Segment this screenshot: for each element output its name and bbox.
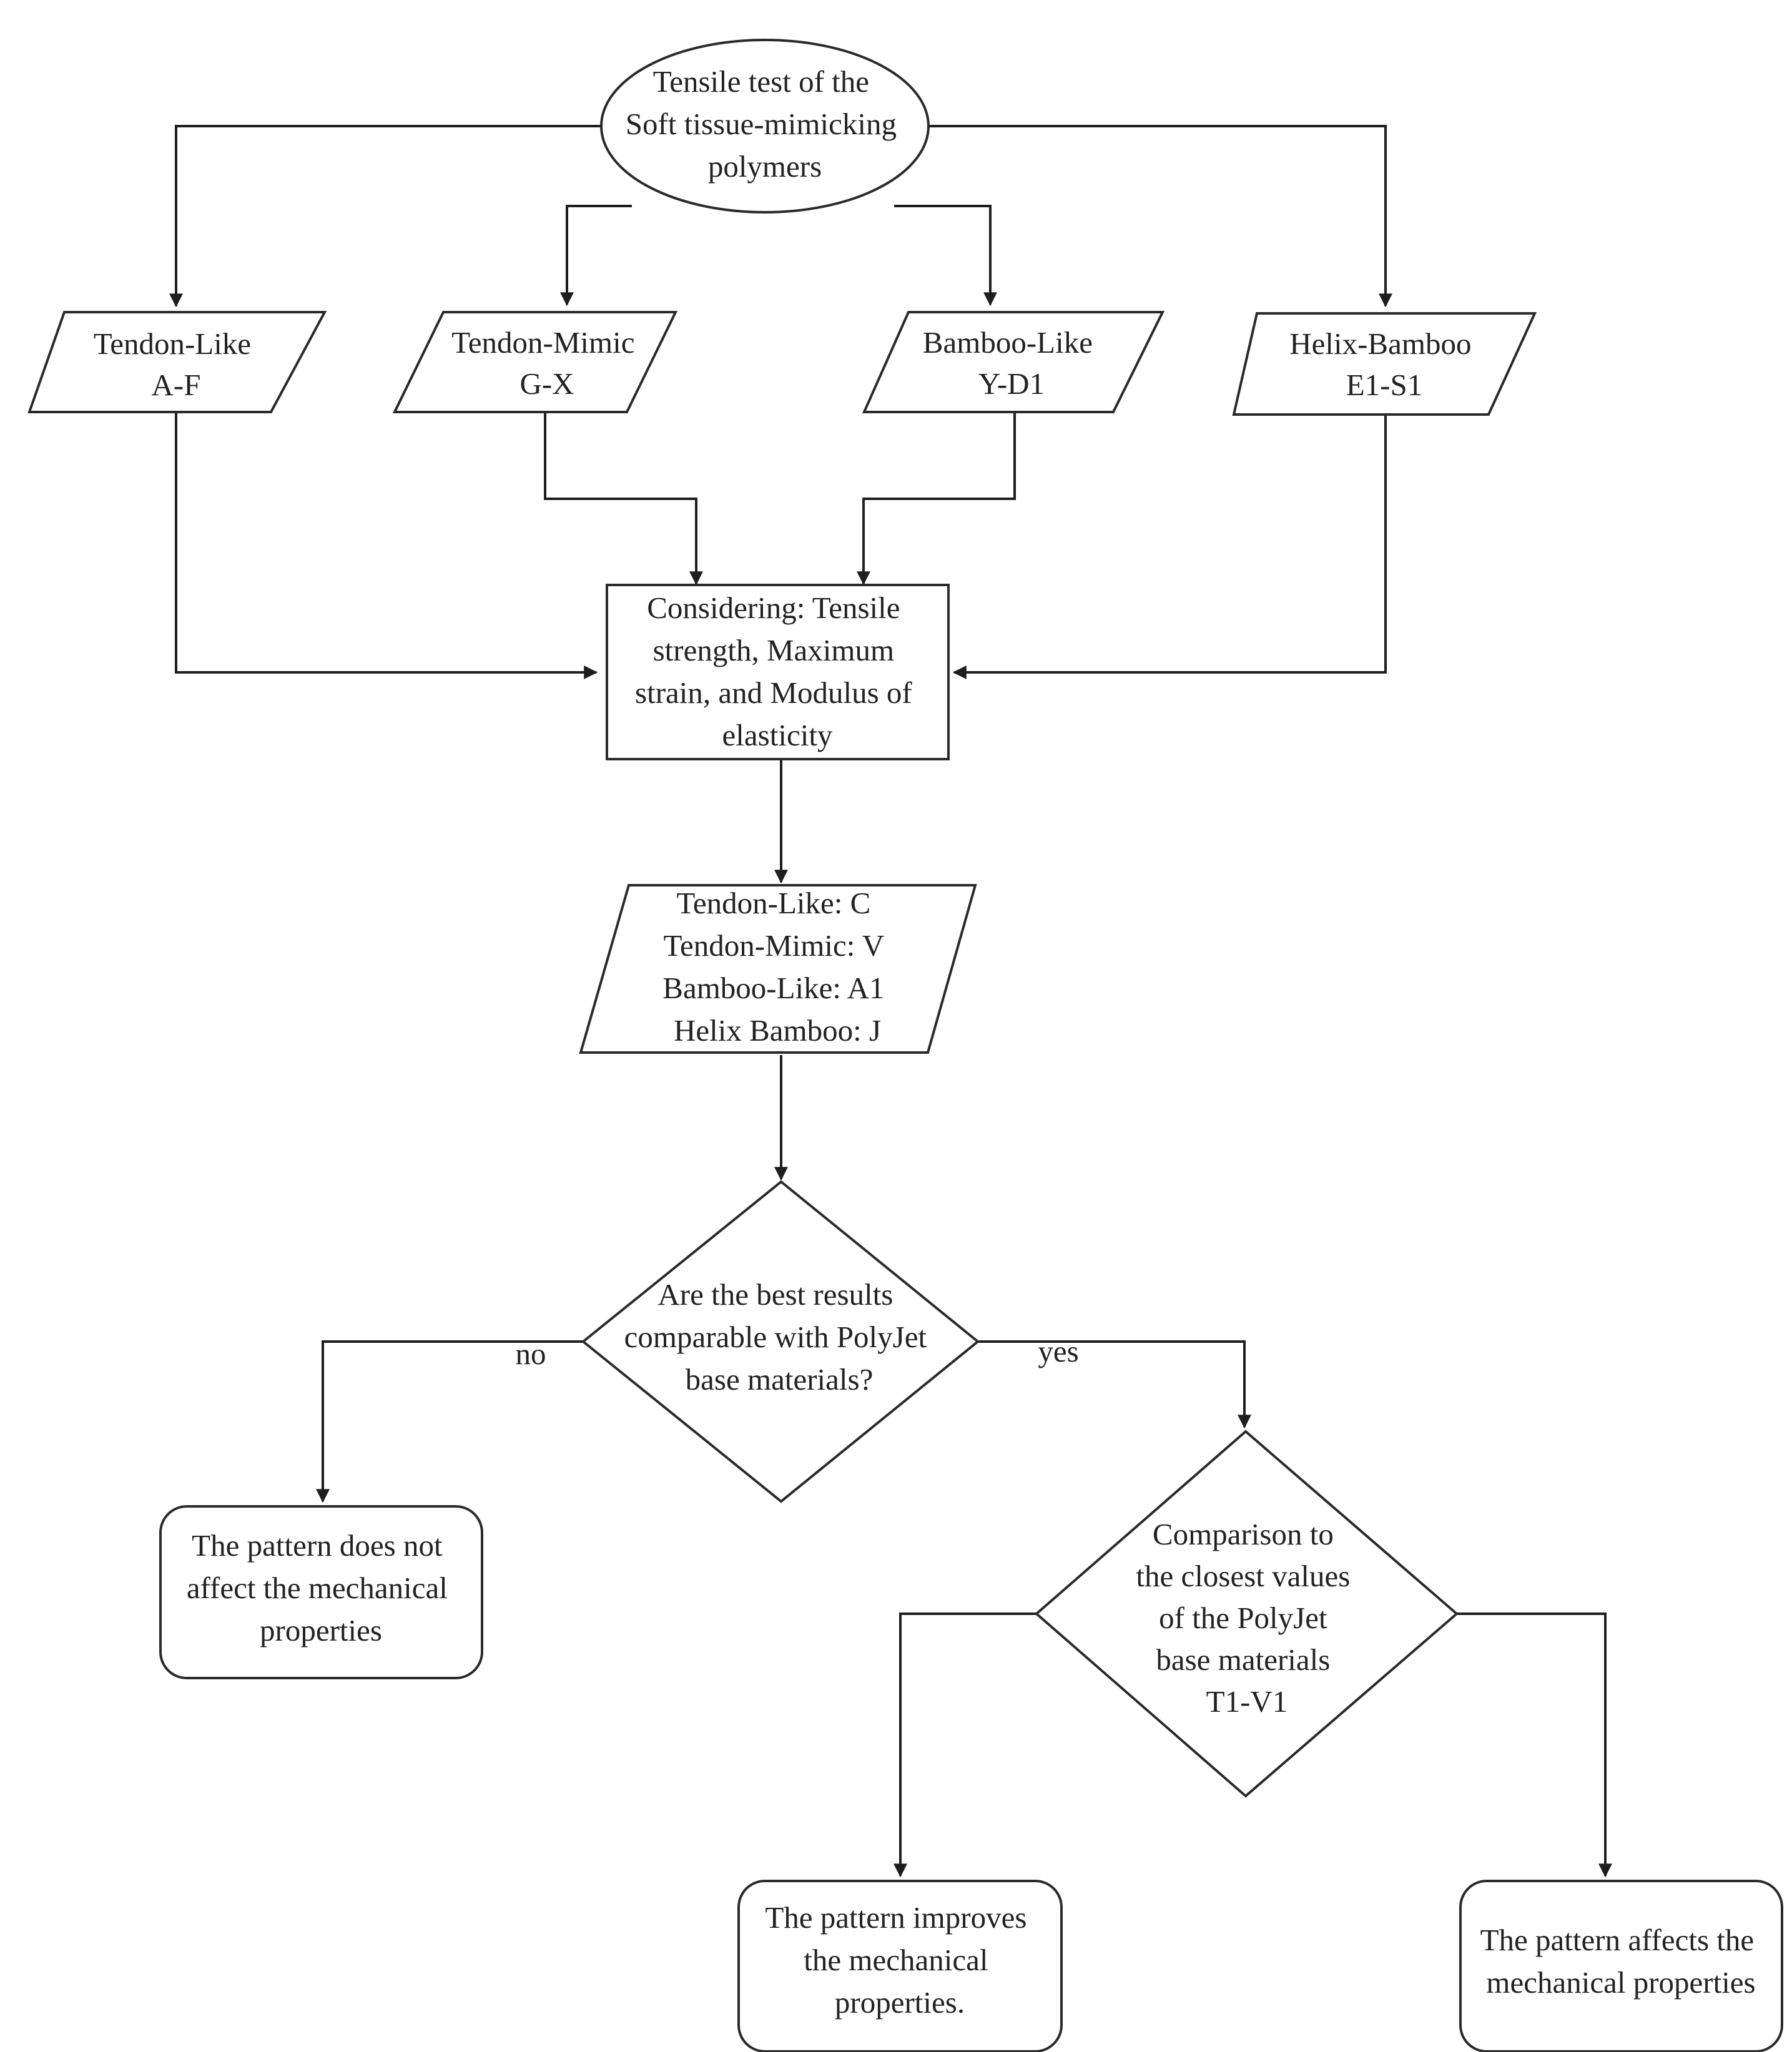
- no-effect-box: [159, 1505, 483, 1679]
- node-text-line: polymers: [708, 149, 822, 184]
- edge-label-no: no: [516, 1337, 546, 1371]
- node-text-line: Bamboo-Like: A1: [662, 971, 884, 1005]
- considering-box: [606, 584, 950, 760]
- node-text-line: the closest values: [1136, 1559, 1350, 1593]
- tendon-like-shape: [27, 311, 327, 413]
- edge-helix-bamboo-to-considering: [952, 412, 1387, 679]
- node-text-line: Helix-Bamboo: [1289, 326, 1471, 361]
- edge-bamboo-like-to-considering: [857, 412, 1016, 586]
- node-text-line: elasticity: [722, 718, 833, 752]
- node-text-line: properties: [260, 1613, 382, 1647]
- node-text-line: strength, Maximum: [653, 633, 895, 667]
- comparison-diamond: [1034, 1430, 1459, 1798]
- node-text: Tendon-Mimic G-X: [451, 325, 642, 401]
- node-text-line: The pattern does not: [192, 1528, 443, 1563]
- node-text: Tendon-Like: C Tendon-Mimic: V Bamboo-Li…: [662, 886, 892, 1048]
- edge-label-yes: yes: [1038, 1334, 1078, 1368]
- edge-start-to-helix-bamboo: [912, 125, 1392, 308]
- node-text-line: properties.: [835, 1985, 965, 2020]
- node-text-line: Soft tissue-mimicking: [626, 107, 897, 141]
- edge-tendon-mimic-to-considering: [544, 412, 703, 586]
- connectors: [169, 125, 1612, 1878]
- node-text-line: T1-V1: [1206, 1684, 1288, 1719]
- node-text-line: Tendon-Like: [94, 326, 251, 361]
- node-comparison: Comparison to the closest values of the …: [1034, 1430, 1459, 1798]
- improves-box: [737, 1880, 1063, 2052]
- start-ellipse: [600, 39, 930, 214]
- node-text-line: base materials?: [686, 1362, 874, 1397]
- node-text-line: Considering: Tensile: [647, 591, 900, 625]
- edge-decision-yes: [978, 1340, 1251, 1429]
- node-best-results: Tendon-Like: C Tendon-Mimic: V Bamboo-Li…: [579, 884, 977, 1054]
- node-bamboo-like: Bamboo-Like Y-D1: [862, 311, 1165, 413]
- node-text-line: strain, and Modulus of: [635, 675, 912, 710]
- node-text-line: The pattern affects the: [1480, 1923, 1755, 1957]
- node-text-line: affect the mechanical: [187, 1571, 448, 1605]
- node-text: The pattern affects the mechanical prope…: [1480, 1923, 1762, 2000]
- best-results-shape: [579, 884, 977, 1054]
- edge-start-to-tendon-mimic: [560, 205, 632, 307]
- node-text: Considering: Tensile strength, Maximum s…: [635, 591, 920, 752]
- node-text-line: Tendon-Like: C: [676, 886, 870, 920]
- node-text: Helix-Bamboo E1-S1: [1289, 326, 1479, 402]
- node-text-line: Tendon-Mimic: [451, 325, 634, 360]
- edge-comparison-to-improves: [894, 1613, 1036, 1878]
- node-tendon-mimic: Tendon-Mimic G-X: [392, 311, 678, 413]
- node-text: The pattern improves the mechanical prop…: [765, 1900, 1034, 2020]
- node-text-line: Helix Bamboo: J: [674, 1013, 881, 1048]
- node-text-line: The pattern improves: [765, 1900, 1026, 1935]
- node-text-line: Are the best results: [657, 1277, 893, 1312]
- decision-diamond: [581, 1180, 980, 1503]
- node-helix-bamboo: Helix-Bamboo E1-S1: [1232, 312, 1537, 416]
- edge-tendon-like-to-considering: [175, 412, 598, 679]
- helix-bamboo-shape: [1232, 312, 1537, 416]
- bamboo-like-shape: [862, 311, 1165, 413]
- edge-start-to-tendon-like: [169, 125, 603, 308]
- node-start: Tensile test of the Soft tissue-mimickin…: [600, 39, 930, 214]
- edge-comparison-to-affects: [1457, 1613, 1612, 1878]
- node-text-line: comparable with PolyJet: [624, 1320, 927, 1354]
- edge-decision-no: [316, 1340, 583, 1503]
- node-text-line: G-X: [519, 366, 574, 401]
- node-text-line: Tendon-Mimic: V: [664, 928, 884, 963]
- affects-box: [1459, 1880, 1783, 2052]
- node-text: The pattern does not affect the mechanic…: [187, 1528, 455, 1647]
- node-text-line: Comparison to: [1153, 1517, 1334, 1551]
- edge-start-to-bamboo-like: [894, 205, 997, 307]
- node-text-line: the mechanical: [804, 1943, 988, 1977]
- node-text: Tensile test of the Soft tissue-mimickin…: [626, 64, 904, 184]
- node-text: Bamboo-Like Y-D1: [923, 325, 1100, 401]
- node-text-line: of the PolyJet: [1159, 1601, 1327, 1635]
- node-text: Are the best results comparable with Pol…: [624, 1277, 935, 1397]
- node-text-line: A-F: [152, 368, 201, 402]
- tendon-mimic-shape: [392, 311, 678, 413]
- node-text-line: E1-S1: [1346, 368, 1423, 402]
- node-text-line: Y-D1: [978, 366, 1045, 401]
- node-text-line: base materials: [1156, 1642, 1330, 1677]
- node-text-line: Tensile test of the: [653, 64, 869, 99]
- node-text-line: Bamboo-Like: [923, 325, 1093, 360]
- node-text-line: mechanical properties: [1486, 1965, 1755, 2000]
- node-affects: The pattern affects the mechanical prope…: [1459, 1880, 1783, 2052]
- node-tendon-like: Tendon-Like A-F: [27, 311, 327, 413]
- node-no-effect: The pattern does not affect the mechanic…: [159, 1505, 483, 1679]
- node-text: Comparison to the closest values of the …: [1136, 1517, 1357, 1719]
- node-considering: Considering: Tensile strength, Maximum s…: [606, 584, 950, 760]
- node-decision: Are the best results comparable with Pol…: [581, 1180, 980, 1503]
- node-improves: The pattern improves the mechanical prop…: [737, 1880, 1063, 2052]
- node-text: Tendon-Like A-F: [94, 326, 259, 402]
